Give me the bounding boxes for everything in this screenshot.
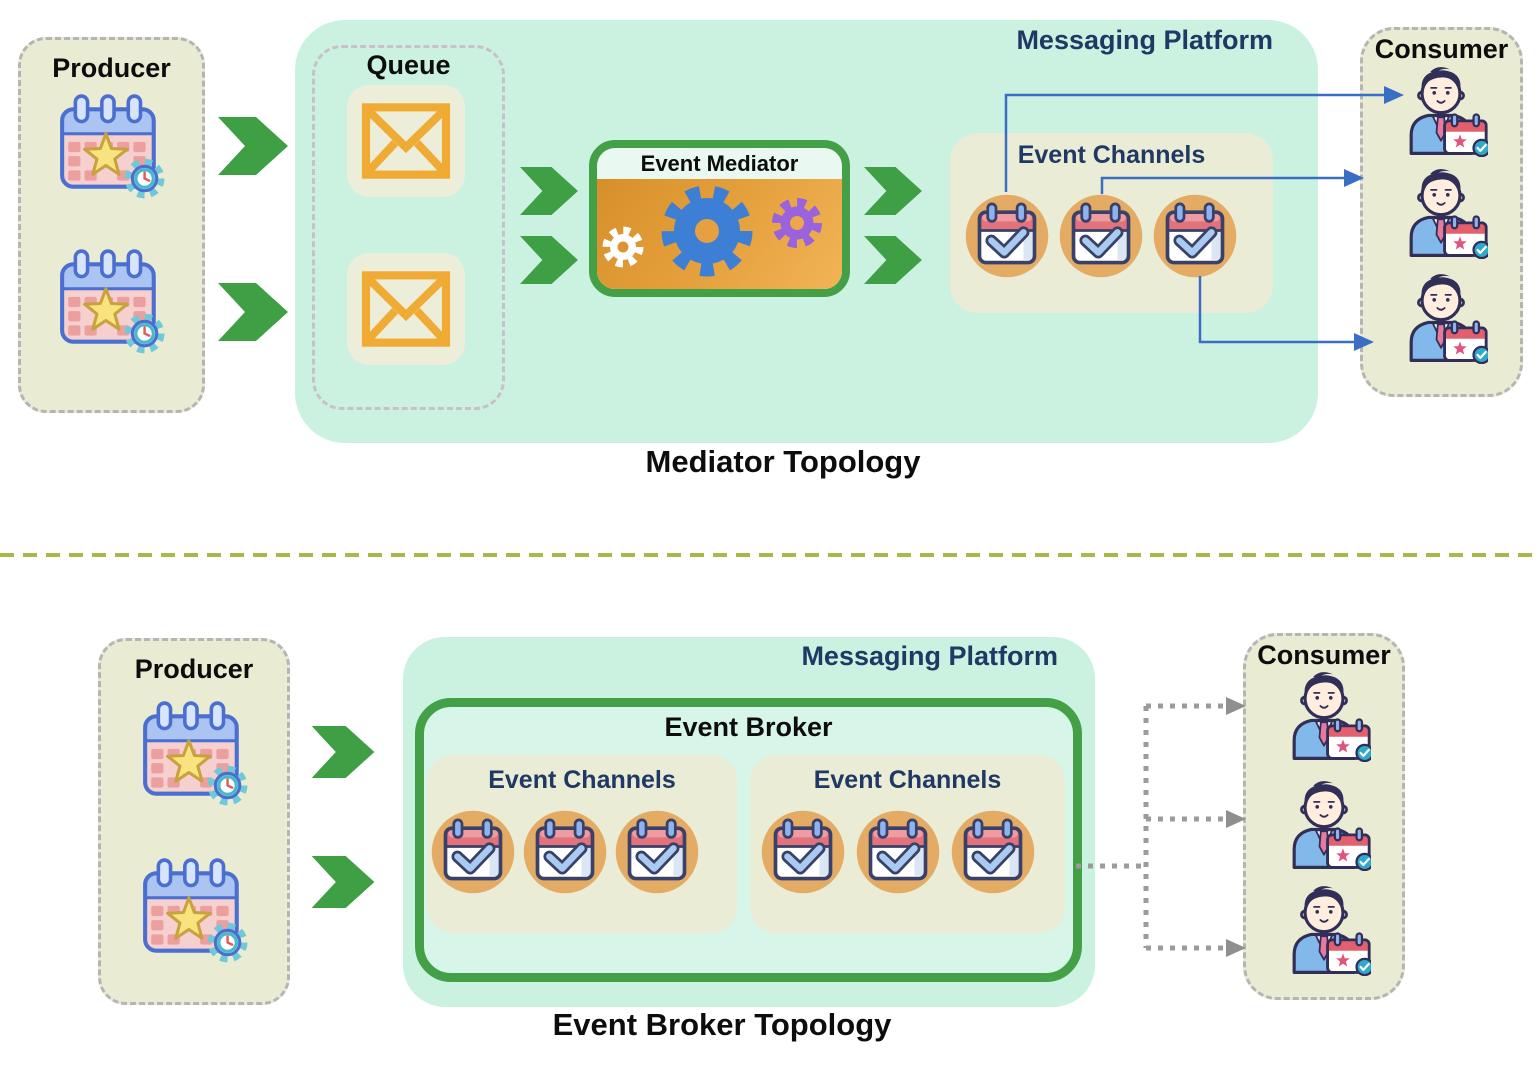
person-calendar-icon (1394, 63, 1488, 157)
green-chevron-arrow-icon (860, 167, 926, 215)
calendar-check-icon (1057, 192, 1145, 280)
green-chevron-arrow-icon (218, 283, 288, 341)
green-chevron-arrow-icon (860, 236, 926, 284)
consumer-top-title: Consumer (1374, 34, 1509, 64)
event-broker-topology-caption: Event Broker Topology (552, 1007, 892, 1042)
event-channels-left-title: Event Channels (488, 766, 676, 794)
gear-purple-icon (772, 198, 822, 248)
messaging-platform-bottom-title: Messaging Platform (801, 641, 1058, 671)
event-channels-box-right: Event Channels (750, 755, 1065, 933)
calendar-star-gear-icon (138, 700, 252, 810)
calendar-check-icon (1151, 192, 1239, 280)
calendar-check-icon (521, 808, 609, 896)
event-channels-right-title: Event Channels (813, 766, 1002, 794)
person-calendar-icon (1277, 777, 1371, 871)
gear-blue-icon (661, 185, 753, 277)
calendar-check-icon (854, 808, 942, 896)
event-broker-box: Event Broker Event Channels Event Channe… (415, 698, 1082, 982)
person-calendar-icon (1394, 270, 1488, 364)
gear-white-icon (602, 226, 644, 268)
consumer-bottom-title: Consumer (1257, 640, 1391, 670)
queue-message-tile (347, 253, 465, 365)
messaging-platform-top-title: Messaging Platform (1016, 25, 1273, 55)
green-chevron-arrow-icon (308, 856, 378, 908)
calendar-check-icon (963, 192, 1051, 280)
calendar-check-icon (429, 808, 517, 896)
green-chevron-arrow-icon (308, 726, 378, 778)
queue-message-tile (347, 85, 465, 197)
person-calendar-icon (1277, 882, 1371, 976)
queue-title: Queue (366, 50, 451, 80)
green-chevron-arrow-icon (516, 236, 582, 284)
queue-box (312, 45, 505, 410)
calendar-check-icon (949, 808, 1037, 896)
event-mediator-title: Event Mediator (640, 151, 799, 176)
producer-top-title: Producer (52, 53, 171, 83)
calendar-star-gear-icon (55, 93, 169, 203)
person-calendar-icon (1394, 165, 1488, 259)
calendar-star-gear-icon (138, 857, 252, 967)
event-mediator-box: Event Mediator (589, 140, 850, 297)
green-chevron-arrow-icon (516, 167, 582, 215)
event-mediator-gears (597, 179, 842, 289)
event-channels-box-left: Event Channels (427, 755, 737, 933)
event-broker-title: Event Broker (664, 712, 833, 742)
person-calendar-icon (1277, 668, 1371, 762)
green-chevron-arrow-icon (218, 117, 288, 175)
envelope-icon (360, 101, 452, 181)
producer-bottom-title: Producer (134, 654, 254, 684)
calendar-check-icon (759, 808, 847, 896)
calendar-star-gear-icon (55, 248, 169, 358)
mediator-topology-caption: Mediator Topology (645, 444, 921, 479)
calendar-check-icon (613, 808, 701, 896)
event-channels-top-title: Event Channels (1017, 141, 1206, 169)
envelope-icon (360, 269, 452, 349)
